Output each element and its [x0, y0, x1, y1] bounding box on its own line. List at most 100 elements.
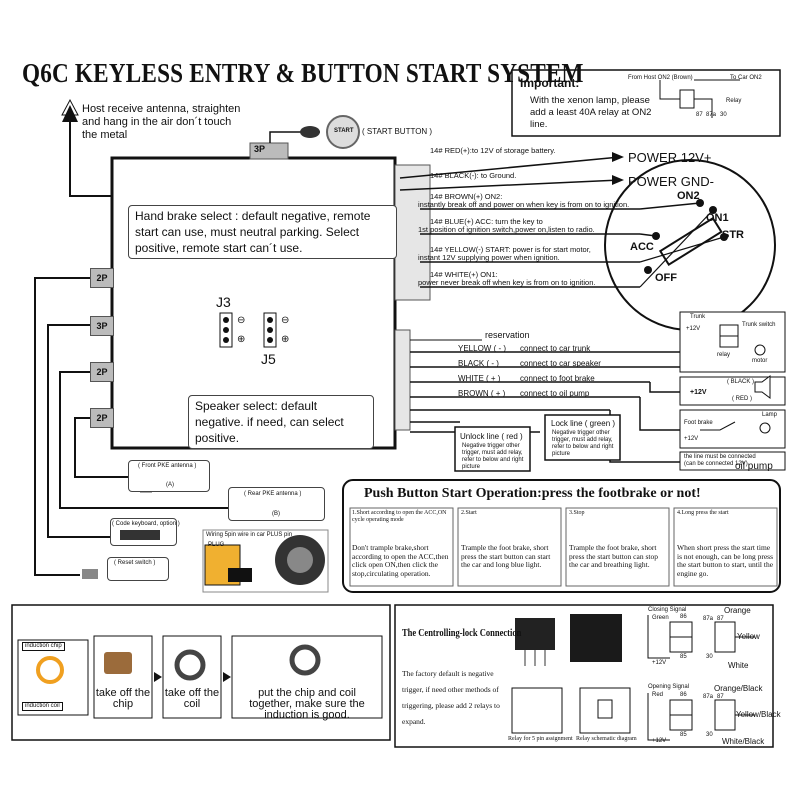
push-step-2-text: Trample the foot brake, short press the … — [461, 543, 551, 569]
ign-wire-white-2: power never break off when key is from o… — [418, 278, 596, 287]
rear-pke-tag: (B) — [272, 511, 280, 517]
closing-pin-87: 87 — [717, 616, 724, 622]
trunk-plus12: +12V — [686, 326, 701, 332]
trunk-relay-label: relay — [717, 352, 731, 358]
closing-wire-label: Green — [652, 615, 669, 621]
opening-pin-87: 87 — [717, 694, 724, 700]
reset-switch-label: ( Reset switch ) — [114, 560, 156, 566]
lock-line-title: Lock line ( green ) — [551, 419, 616, 428]
ign-acc-label: ACC — [630, 241, 654, 253]
speaker-black-label: ( BLACK ) — [727, 379, 755, 385]
reset-switch-box[interactable] — [107, 557, 169, 581]
chip-step-2: take off the coil — [164, 687, 220, 710]
push-step-3-text: Trample the foot brake, short press the … — [569, 543, 658, 569]
side-connector-4: 2P — [90, 408, 114, 428]
ign-wire-white-1: 14# WHITE(+) ON1: — [430, 270, 498, 279]
ign-wire-yellow-2: instant 12V supplying power when ignitio… — [418, 253, 560, 262]
power-gnd-label: POWER GND- — [628, 174, 714, 189]
front-pke-box — [128, 460, 210, 492]
start-connector-label: 3P — [254, 144, 266, 154]
closing-signal-label: Closing Signal — [648, 607, 687, 613]
important-box — [511, 69, 781, 137]
brake-plus12: +12V — [684, 436, 699, 442]
wire-black-label: BLACK ( - ) — [458, 359, 499, 368]
chip-step-1: take off the chip — [95, 687, 151, 710]
ign-str-label: STR — [722, 229, 744, 241]
lamp-label: Lamp — [762, 412, 778, 418]
trunk-switch-label: Trunk switch — [742, 322, 776, 328]
wire-white-target: connect to foot brake — [520, 374, 595, 383]
unlock-line-box — [454, 426, 531, 472]
ign-on2-label: ON2 — [677, 190, 700, 202]
page-title: Q6C KEYLESS ENTRY & BUTTON START SYSTEM — [22, 58, 584, 88]
closing-plus12: +12V — [652, 660, 667, 666]
opening-pin-87a: 87a — [703, 694, 714, 700]
relay-schematic-caption: Relay schematic diagram — [576, 736, 637, 742]
side-connector-3: 2P — [90, 362, 114, 382]
ign-wire-brown-1: 14# BROWN(+) ON2: — [430, 192, 503, 201]
start-button[interactable]: START — [334, 128, 354, 134]
push-step-1-text: Don't trample brake,short according to o… — [352, 543, 449, 578]
opening-pin-85: 85 — [680, 732, 687, 738]
pin-30-label: 30 — [720, 112, 727, 118]
unlock-line-text: Negative trigger other trigger, must add… — [462, 443, 524, 470]
oil-pump-note: the line must be connected (can be conne… — [684, 454, 756, 467]
opening-out1: Orange/Black — [714, 684, 763, 693]
opening-out3: White/Black — [722, 737, 765, 746]
closing-pin-86: 86 — [680, 614, 687, 620]
push-start-heading: Push Button Start Operation:press the fo… — [364, 486, 701, 501]
speaker-red-label: ( RED ) — [732, 396, 752, 402]
connector-3p-top — [249, 142, 289, 160]
push-step-4-head: 4.Long press the start — [677, 510, 729, 516]
lock-line-text: Negative trigger other trigger, must add… — [552, 430, 614, 457]
wire-brown-target: connect to oil pump — [520, 389, 590, 398]
closing-out2: Yellow — [737, 632, 760, 641]
power-12v-label: POWER 12V+ — [628, 150, 712, 165]
start-button-caption: ( START BUTTON ) — [362, 127, 433, 136]
opening-signal-label: Opening Signal — [648, 684, 690, 690]
important-heading: Important: — [520, 76, 580, 90]
opening-plus12: +12V — [652, 738, 667, 744]
front-pke-label: ( Front PKE antenna ) — [138, 463, 197, 469]
opening-pin-86: 86 — [680, 692, 687, 698]
ign-off-label: OFF — [655, 272, 677, 284]
code-keyboard-label: ( Code keyboard, option ) — [112, 521, 180, 527]
push-step-1-head: 1.Short according to open the ACC,ON cyc… — [352, 510, 447, 523]
speaker-note: Speaker select: default negative. if nee… — [188, 395, 374, 449]
wire-black-target: connect to car speaker — [520, 359, 601, 368]
hand-brake-note: Hand brake select : default negative, re… — [128, 205, 397, 259]
closing-out1: Orange — [724, 606, 751, 615]
closing-out3: White — [728, 661, 749, 670]
antenna-note: Host receive antenna, straighten and han… — [82, 103, 241, 141]
j3-negative-icon: ⊖ — [237, 315, 246, 326]
keyboard-icon — [120, 530, 160, 540]
relay-label: Relay — [726, 98, 742, 104]
push-step-2-head: 2.Start — [461, 510, 477, 516]
closing-pin-87a: 87a — [703, 616, 714, 622]
front-pke-tag: (A) — [166, 482, 174, 488]
opening-wire-label: Red — [652, 692, 664, 698]
jumper-j3-label: J3 — [216, 294, 231, 310]
side-connector-1: 2P — [90, 268, 114, 288]
ign-wire-blue-2: 1st position of ignition switch,power on… — [418, 225, 595, 234]
ign-wire-blue-1: 14# BLUE(+) ACC: turn the key to — [430, 217, 543, 226]
j5-positive-icon: ⊕ — [281, 334, 290, 345]
important-text: With the xenon lamp, please add a least … — [530, 95, 652, 130]
chip-step-3: put the chip and coil together, make sur… — [249, 687, 365, 721]
j3-positive-icon: ⊕ — [237, 334, 246, 345]
rear-pke-box — [228, 487, 325, 521]
reservation-label: reservation — [485, 330, 530, 340]
induction-coil-label: induction coil — [22, 702, 63, 711]
pin-87-label: 87 — [696, 112, 703, 118]
j5-negative-icon: ⊖ — [281, 315, 290, 326]
side-connector-2: 3P — [90, 316, 114, 336]
push-step-3-head: 3.Stop — [569, 510, 585, 516]
closing-pin-85: 85 — [680, 654, 687, 660]
jumper-j5-label: J5 — [261, 351, 276, 367]
induction-chip-label: induction chip — [22, 642, 65, 651]
foot-brake-label: Foot brake — [684, 420, 713, 426]
unlock-line-title: Unlock line ( red ) — [460, 432, 523, 441]
speaker-plus12: +12V — [690, 389, 707, 396]
to-car-label: To Car ON2 — [730, 75, 762, 81]
